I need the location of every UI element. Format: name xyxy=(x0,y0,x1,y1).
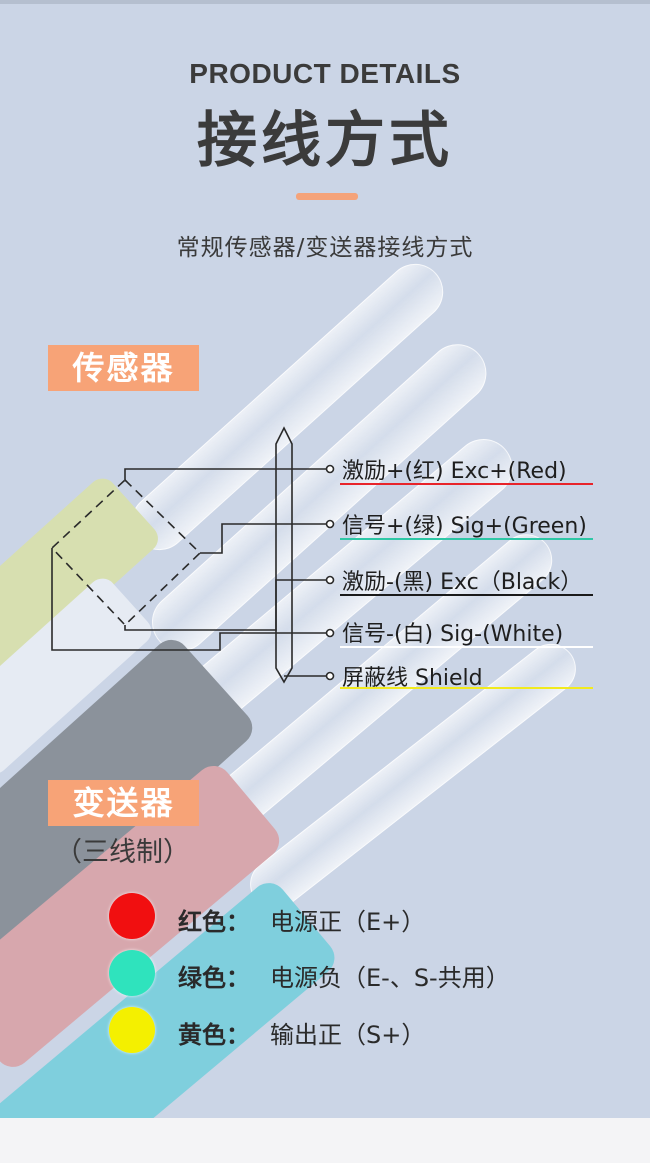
legend-key-red: 红色： xyxy=(178,908,250,936)
wire-label-sig-plus: 信号+(绿) Sig+(Green) xyxy=(342,514,587,539)
wiring-diagram xyxy=(50,426,335,684)
wire-label-exc-plus: 激励+(红) Exc+(Red) xyxy=(342,459,567,484)
legend-dot-yellow xyxy=(109,1007,155,1053)
wire-label-sig-minus: 信号-(白) Sig-(White) xyxy=(342,622,564,647)
top-divider xyxy=(0,0,650,4)
legend-value-red: 电源正（E+） xyxy=(270,908,426,936)
title-accent-bar xyxy=(296,193,358,200)
wire-line-shield xyxy=(340,687,593,689)
wire-label-exc-minus: 激励-(黑) Exc（Black） xyxy=(342,570,583,595)
transmitter-subtitle: （三线制） xyxy=(55,837,190,868)
shield-bar xyxy=(275,426,293,684)
legend-value-green: 电源负（E-、S-共用） xyxy=(270,964,510,992)
transmitter-tag: 变送器 xyxy=(48,780,199,826)
wire-exc-minus xyxy=(124,579,330,631)
wire-line-exc-plus xyxy=(340,483,593,485)
wire-sig-minus xyxy=(51,548,330,651)
subtitle: 常规传感器/变送器接线方式 xyxy=(176,235,474,261)
wire-exc-plus xyxy=(124,468,330,480)
legend-value-yellow: 输出正（S+） xyxy=(270,1021,426,1049)
wire-line-sig-minus xyxy=(340,646,593,648)
legend-key-yellow: 黄色： xyxy=(178,1021,250,1049)
wire-sig-plus xyxy=(200,523,330,554)
legend-dot-red xyxy=(109,893,155,939)
title-english: PRODUCT DETAILS xyxy=(189,58,461,89)
legend-key-green: 绿色： xyxy=(178,964,250,992)
wire-line-exc-minus xyxy=(340,594,593,596)
sensor-tag: 传感器 xyxy=(48,345,199,391)
wire-label-shield: 屏蔽线 Shield xyxy=(342,666,483,691)
wire-line-sig-plus xyxy=(340,538,593,540)
legend-dot-green xyxy=(109,950,155,996)
product-details-panel: PRODUCT DETAILS 接线方式 常规传感器/变送器接线方式 传感器 xyxy=(0,0,650,1118)
bridge-diamond xyxy=(50,478,202,627)
title-chinese: 接线方式 xyxy=(197,106,453,176)
